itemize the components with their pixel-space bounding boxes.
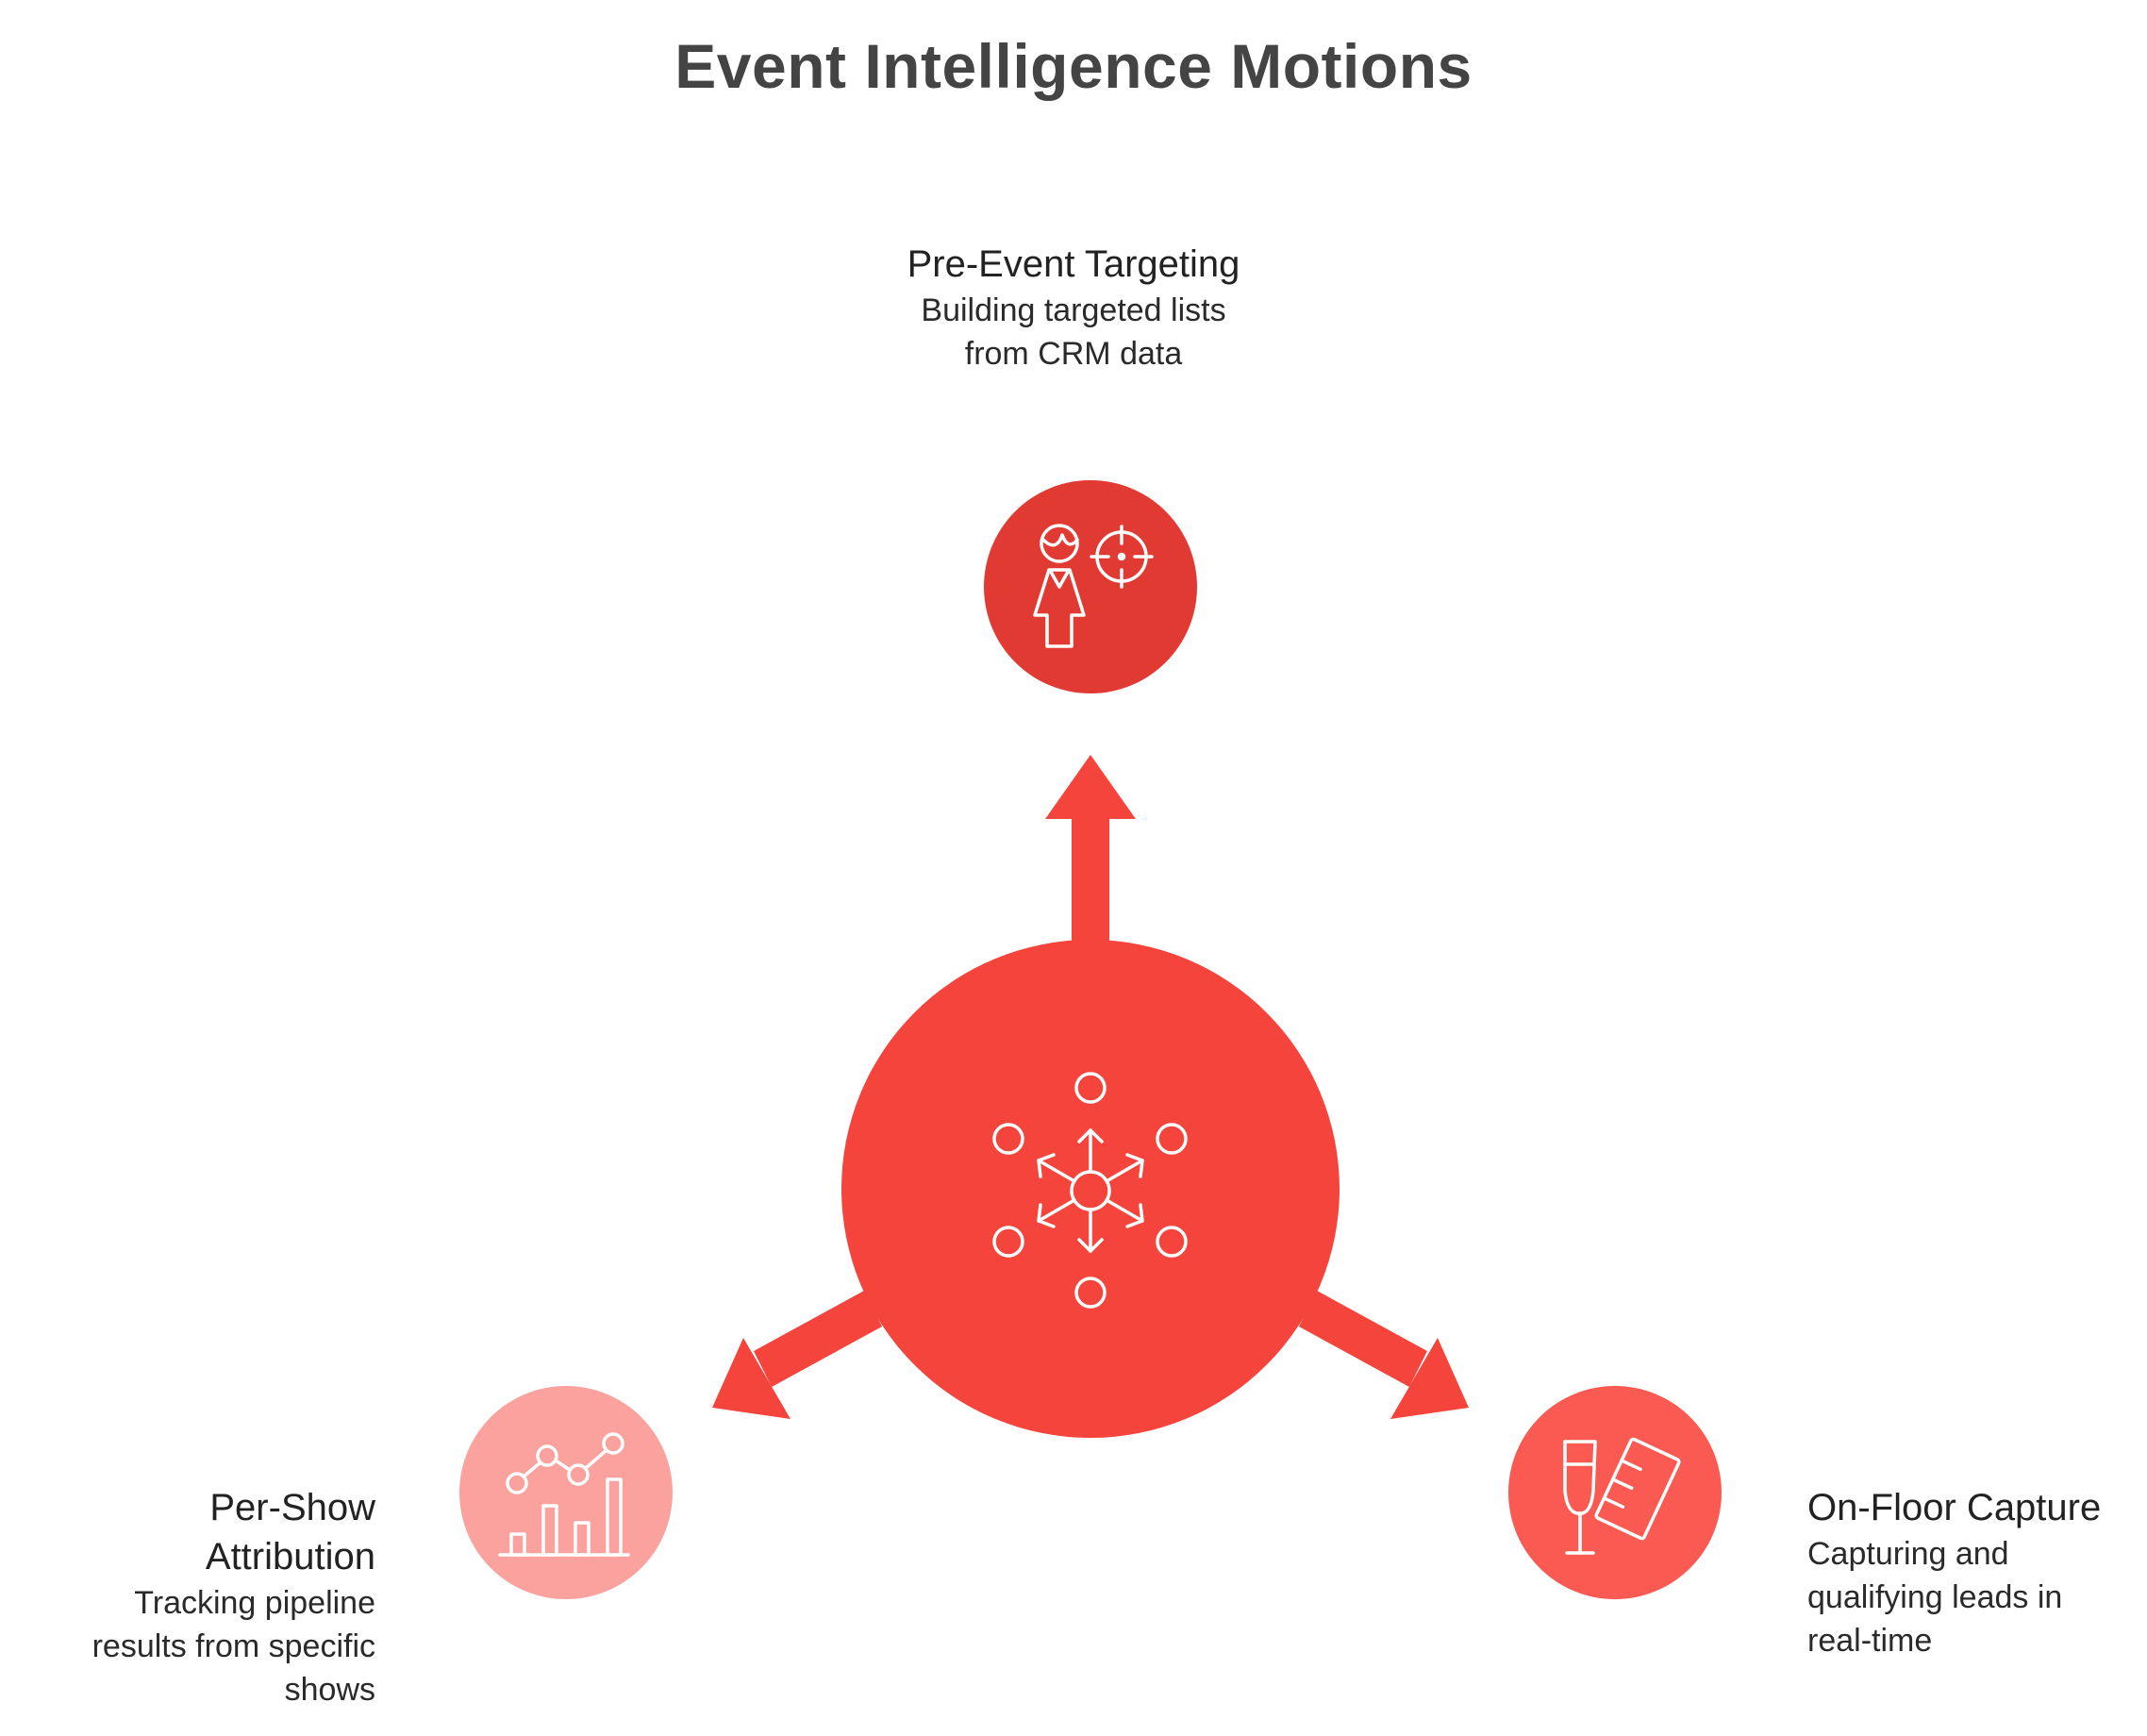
person-target-icon — [1033, 524, 1154, 648]
per-show-heading: Per-Show Attribution — [205, 1487, 375, 1577]
hub-circle — [841, 940, 1340, 1438]
per-show-description: Tracking pipeline results from specific … — [92, 1585, 375, 1708]
on-floor-heading: On-Floor Capture — [1807, 1487, 2102, 1528]
chart-line-bars-icon — [498, 1432, 630, 1557]
on-floor-description: Capturing and qualifying leads in real-t… — [1807, 1536, 2063, 1659]
arrow-left — [712, 1291, 882, 1419]
node-on-floor-circle[interactable] — [1508, 1386, 1722, 1599]
node-per-show-circle[interactable] — [459, 1386, 673, 1599]
pre-event-description: Building targeted lists from CRM data — [921, 292, 1226, 372]
arrow-up — [1045, 755, 1136, 949]
per-show-label: Per-Show Attribution Tracking pipeline r… — [0, 1483, 375, 1711]
pre-event-heading: Pre-Event Targeting — [907, 243, 1240, 285]
network-arrows-icon — [992, 1072, 1188, 1309]
drink-checklist-icon — [1563, 1437, 1681, 1555]
node-pre-event-circle[interactable] — [984, 480, 1197, 693]
on-floor-label: On-Floor Capture Capturing and qualifyin… — [1807, 1483, 2128, 1662]
diagram-title: Event Intelligence Motions — [674, 31, 1473, 101]
pre-event-label: Pre-Event Targeting Building targeted li… — [791, 240, 1356, 376]
arrow-right — [1299, 1291, 1469, 1419]
